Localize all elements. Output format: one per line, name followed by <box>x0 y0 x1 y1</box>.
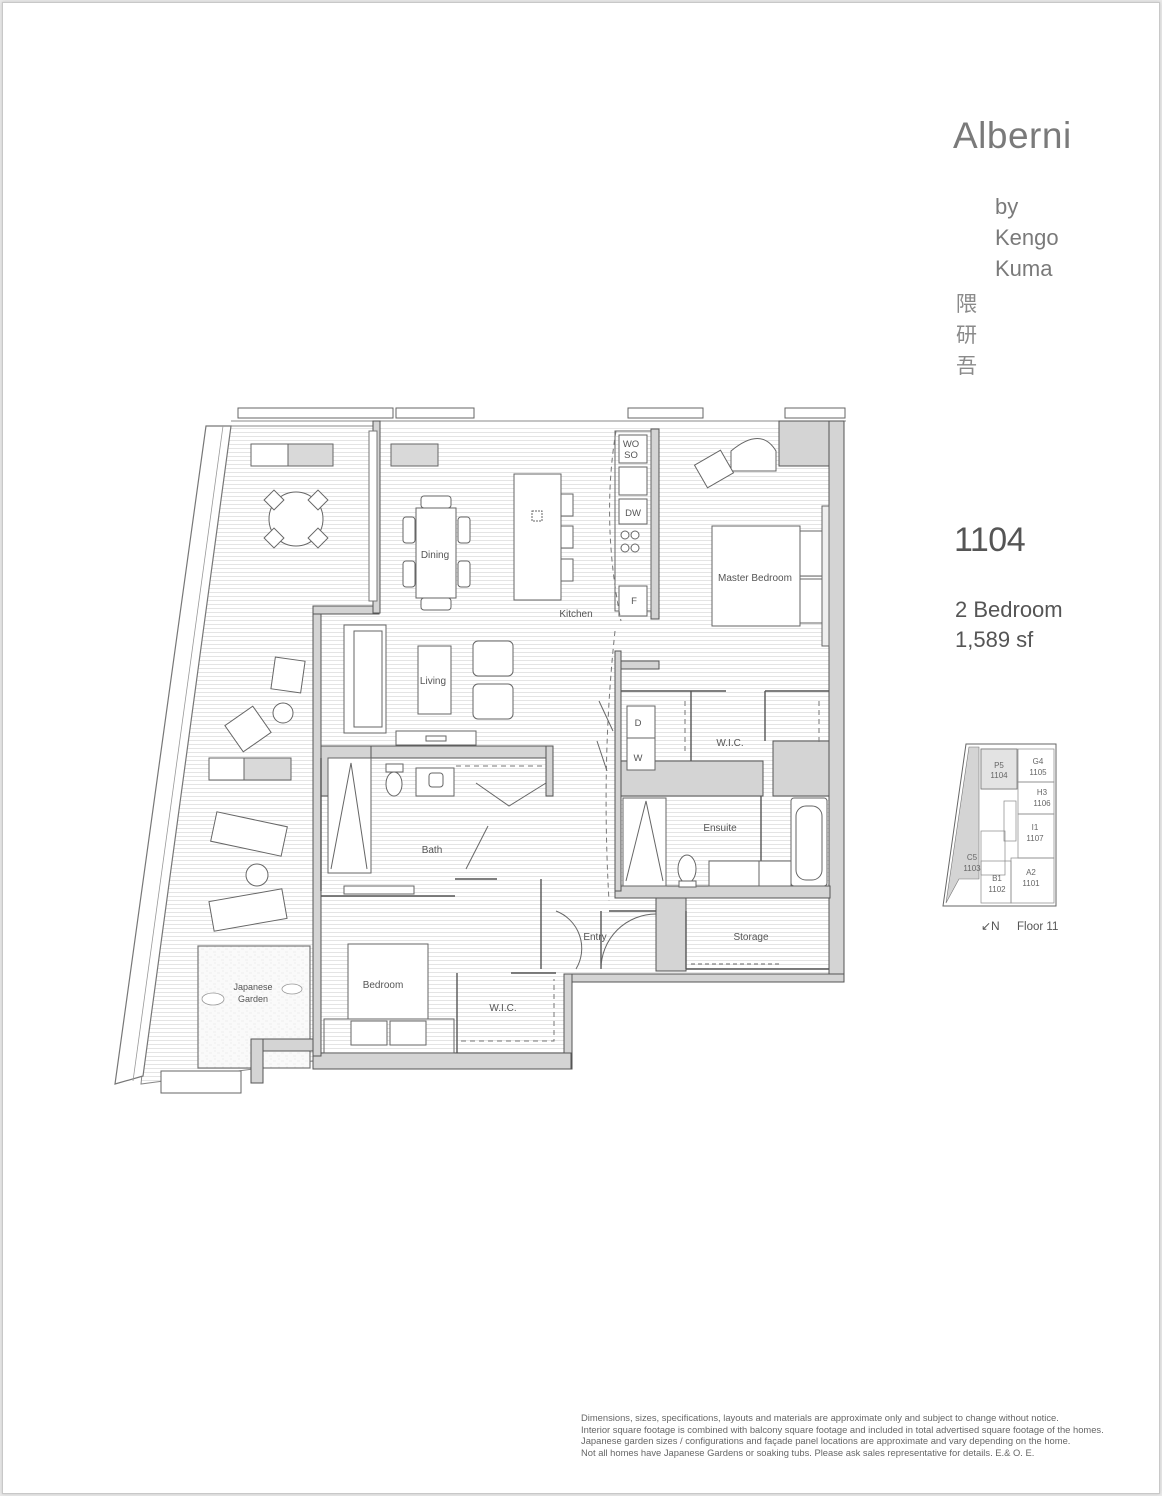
key-a2-code: A2 <box>1026 868 1036 877</box>
key-a2-num: 1101 <box>1022 879 1040 888</box>
partitions <box>320 690 829 1053</box>
garden-stone-1 <box>201 992 225 1006</box>
key-i1-num: 1107 <box>1026 834 1044 843</box>
brand-byline: by Kengo Kuma <box>995 191 1059 284</box>
brand-title: Alberni <box>953 115 1072 156</box>
key-g4-code: G4 <box>1033 757 1044 766</box>
label-entry: Entry <box>583 932 606 943</box>
unit-specs: 2 Bedroom 1,589 sf <box>955 595 1063 655</box>
disclaimer-line-1: Dimensions, sizes, specifications, layou… <box>581 1412 1059 1423</box>
brand-kanji: 隈 研 吾 <box>956 289 977 382</box>
key-h3-num: 1106 <box>1033 799 1051 808</box>
key-h3-code: H3 <box>1037 788 1048 797</box>
north-arrow-icon: ↙N <box>981 919 1000 933</box>
interior-furniture <box>323 430 830 1054</box>
key-b1-num: 1102 <box>988 885 1006 894</box>
label-washer: W <box>634 753 643 764</box>
balcony-furniture <box>208 443 334 932</box>
label-bath: Bath <box>422 845 443 856</box>
label-master-bedroom: Master Bedroom <box>718 573 792 584</box>
key-p5-code: P5 <box>994 761 1004 770</box>
closet-dashes <box>456 430 820 1042</box>
byline-line-1: by <box>995 194 1019 219</box>
kanji-2: 研 <box>956 323 977 347</box>
label-wic-bedroom: W.I.C. <box>489 1003 516 1014</box>
label-dining: Dining <box>421 550 449 561</box>
balcony-rail <box>132 425 224 1082</box>
key-plan: P5 1104 G4 1105 H3 1106 I1 1107 C5 1103 … <box>942 743 1057 907</box>
room-labels: Dining Kitchen Living Master Bedroom W.I… <box>233 550 791 1014</box>
disclaimer-line-3: Japanese garden sizes / configurations a… <box>581 1435 1071 1446</box>
unit-area: 1,589 sf <box>955 627 1034 652</box>
label-wo: WO <box>623 439 639 450</box>
label-ensuite: Ensuite <box>703 823 737 834</box>
window-mullions <box>368 430 378 602</box>
byline-line-2: Kengo <box>995 225 1059 250</box>
facade-panels <box>231 407 846 422</box>
disclaimer: Dimensions, sizes, specifications, layou… <box>581 1412 1141 1458</box>
key-b1-code: B1 <box>992 874 1002 883</box>
byline-line-3: Kuma <box>995 256 1053 281</box>
label-kitchen: Kitchen <box>559 609 592 620</box>
door-swings <box>465 700 657 970</box>
key-c5-code: C5 <box>967 853 978 862</box>
label-dryer: D <box>635 718 642 729</box>
key-g4-num: 1105 <box>1029 768 1047 777</box>
label-fridge: F <box>631 596 637 607</box>
key-c5-num: 1103 <box>963 864 981 873</box>
key-plan-floor: Floor 11 <box>1017 921 1059 933</box>
label-living: Living <box>420 676 446 687</box>
unit-bedrooms: 2 Bedroom <box>955 597 1063 622</box>
kanji-3: 吾 <box>956 354 977 378</box>
disclaimer-line-2: Interior square footage is combined with… <box>581 1423 1104 1435</box>
disclaimer-line-4: Not all homes have Japanese Gardens or s… <box>581 1446 1035 1458</box>
floor-plan: Dining Kitchen Living Master Bedroom W.I… <box>114 407 1057 1094</box>
key-p5-num: 1104 <box>990 771 1008 780</box>
label-dw: DW <box>625 508 641 519</box>
kanji-1: 隈 <box>956 292 977 316</box>
label-storage: Storage <box>733 932 768 943</box>
garden-stone-2 <box>281 983 303 995</box>
label-garden-1: Japanese <box>233 982 272 992</box>
key-i1-code: I1 <box>1032 823 1039 832</box>
appliance-labels: WO SO DW F D W <box>623 439 643 764</box>
label-garden-2: Garden <box>238 994 268 1004</box>
unit-number: 1104 <box>954 521 1026 559</box>
balcony-cap <box>160 1070 242 1094</box>
label-wic-master: W.I.C. <box>716 738 743 749</box>
label-bedroom: Bedroom <box>363 980 404 991</box>
label-so: SO <box>624 450 638 461</box>
